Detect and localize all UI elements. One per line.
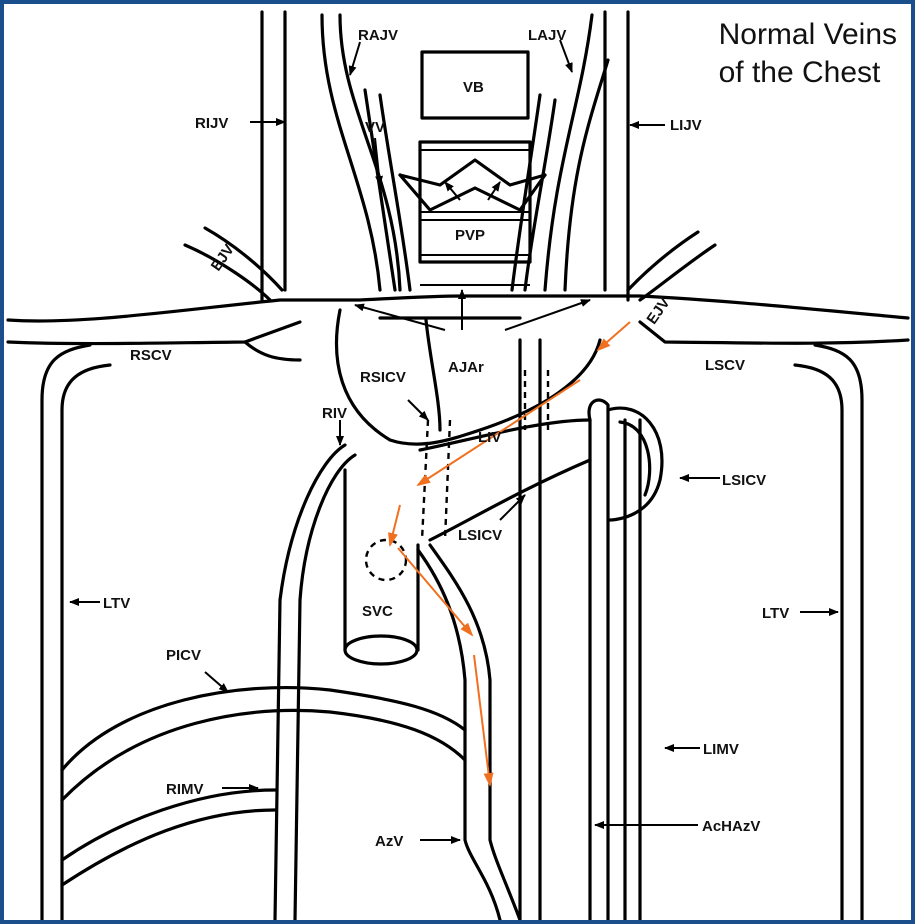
label-ajar: AJAr (448, 359, 484, 376)
central-veins (426, 320, 540, 920)
label-lajv: LAJV (528, 27, 566, 44)
label-rscv: RSCV (130, 347, 172, 364)
label-pvp: PVP (455, 227, 485, 244)
title-line-2: of the Chest (719, 54, 897, 92)
label-rajv: RAJV (358, 27, 398, 44)
label-rimv: RIMV (166, 781, 204, 798)
azygos (418, 545, 520, 920)
label-lscv: LSCV (705, 357, 745, 374)
flow-arrows (390, 322, 630, 785)
label-lijv: LIJV (670, 117, 702, 134)
external-jugular-veins (185, 228, 715, 300)
neck-outline (262, 12, 628, 300)
pointer-arrows (70, 40, 838, 840)
svc (345, 470, 418, 664)
label-ltv-left: LTV (103, 595, 130, 612)
label-ltv-right: LTV (762, 605, 789, 622)
label-azv: AzV (375, 833, 403, 850)
label-rsicv: RSICV (360, 369, 406, 386)
label-lsicv-right: LSICV (722, 472, 766, 489)
label-vv: VV (365, 119, 385, 136)
label-achazv: AcHAzV (702, 818, 760, 835)
title-line-1: Normal Veins (719, 16, 897, 54)
diagram-title: Normal Veins of the Chest (719, 16, 897, 92)
vein-diagram: RAJV LAJV VB RIJV LIJV VV PVP EJV EJV RS… (4, 4, 911, 920)
label-limv: LIMV (703, 741, 739, 758)
label-picv: PICV (166, 647, 201, 664)
label-lsicv-center: LSICV (458, 527, 502, 544)
label-riv: RIV (322, 405, 347, 422)
label-ejv-right: EJV (643, 295, 673, 328)
left-superior-intercostal (589, 400, 662, 920)
subclavian-veins (8, 296, 908, 344)
picv-loop (62, 688, 465, 885)
label-liv: LIV (478, 429, 501, 446)
riv (275, 445, 355, 920)
label-vb: VB (463, 79, 484, 96)
label-rijv: RIJV (195, 115, 228, 132)
label-svc: SVC (362, 603, 393, 620)
